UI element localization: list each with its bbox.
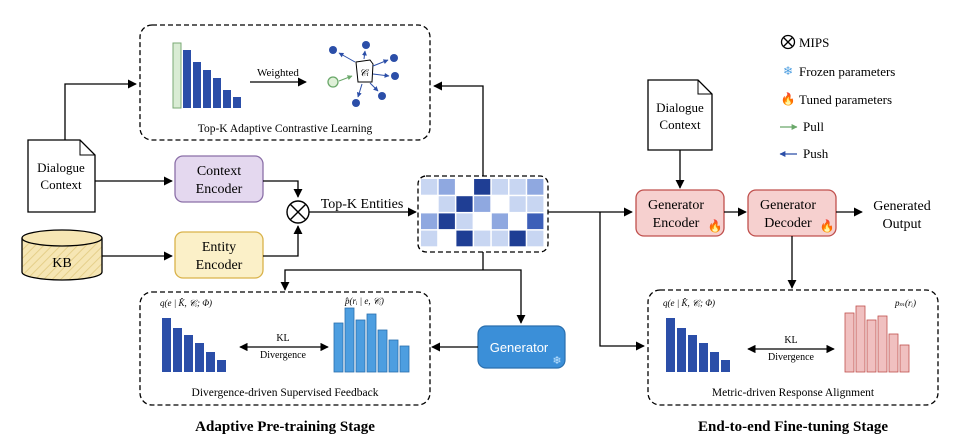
entity-grid-cell xyxy=(474,196,491,212)
contrastive-cluster: 𝒞ᵢ xyxy=(327,41,399,107)
entity-grid-cell xyxy=(438,213,455,230)
entity-grid-cell xyxy=(438,179,455,195)
entity-grid-cell xyxy=(456,230,473,247)
finetune-p-label: pₘ(rᵢ) xyxy=(894,298,916,308)
contrastive-caption: Top-K Adaptive Contrastive Learning xyxy=(198,123,373,135)
kb-label: KB xyxy=(52,256,71,271)
entity-grid-cell xyxy=(509,213,526,230)
doc-right-line2: Context xyxy=(659,117,701,132)
generator-label: Generator xyxy=(490,340,549,355)
entity-grid-cell xyxy=(421,230,438,247)
topk-distribution-bars xyxy=(172,42,241,109)
snowflake-icon: ❄ xyxy=(783,64,793,78)
entity-grid-cell xyxy=(491,213,508,230)
entity-grid xyxy=(421,179,544,247)
entity-grid-cell xyxy=(456,196,473,212)
entity-grid-cell xyxy=(491,230,508,247)
legend-tuned: Tuned parameters xyxy=(799,92,892,107)
gen-encoder-line1: Generator xyxy=(648,198,704,213)
doc-left-line1: Dialogue xyxy=(37,160,85,175)
mips-icon xyxy=(780,34,796,50)
legend-mips: MIPS xyxy=(799,35,829,50)
entity-grid-cell xyxy=(527,230,544,247)
flame-icon: 🔥 xyxy=(708,219,723,233)
pretrain-caption: Divergence-driven Supervised Feedback xyxy=(192,387,379,399)
context-encoder-box xyxy=(174,155,264,203)
entity-grid-cell xyxy=(421,196,438,212)
snowflake-icon: ❄ xyxy=(552,354,561,367)
pretrain-q-bars xyxy=(162,318,226,372)
entity-grid-cell xyxy=(456,213,473,230)
pretrain-kl-2: Divergence xyxy=(260,350,306,361)
dialogue-context-doc-right xyxy=(647,79,713,151)
entity-grid-cell xyxy=(474,179,491,195)
entity-grid-cell xyxy=(527,179,544,195)
entity-grid-cell xyxy=(509,230,526,247)
weighted-label: Weighted xyxy=(257,67,299,79)
entity-encoder-box xyxy=(174,231,264,279)
doc-right-line1: Dialogue xyxy=(656,100,704,115)
entity-grid-cell xyxy=(421,213,438,230)
finetune-caption: Metric-driven Response Alignment xyxy=(712,387,875,399)
gen-encoder-line2: Encoder xyxy=(653,216,700,231)
finetune-p-bars xyxy=(844,305,910,373)
pretrain-q-label: q(e | K̂, 𝒞ᵢ; Φ) xyxy=(160,298,212,308)
entity-grid-cell xyxy=(527,213,544,230)
finetune-q-label: q(e | K̂, 𝒞ᵢ; Φ) xyxy=(663,298,715,308)
finetune-kl-2: Divergence xyxy=(768,352,814,363)
flame-icon: 🔥 xyxy=(820,219,835,233)
context-encoder-line2: Encoder xyxy=(196,182,243,197)
finetune-kl-1: KL xyxy=(784,335,797,346)
entity-encoder-line1: Entity xyxy=(202,240,236,255)
entity-encoder-line2: Encoder xyxy=(196,258,243,273)
gen-decoder-line1: Generator xyxy=(760,198,816,213)
mips-operator xyxy=(286,200,310,224)
legend-pull: Pull xyxy=(803,119,824,134)
finetune-alignment-box xyxy=(647,289,939,406)
generated-output-line2: Output xyxy=(883,217,922,232)
finetune-q-bars xyxy=(666,318,730,372)
finetune-stage-label: End-to-end Fine-tuning Stage xyxy=(698,419,888,435)
pretrain-stage-label: Adaptive Pre-training Stage xyxy=(195,419,375,435)
entity-grid-cell xyxy=(438,230,455,247)
legend-push: Push xyxy=(803,146,829,161)
pretrain-p-label: p̂(rᵢ | e, 𝒞ᵢ) xyxy=(344,296,384,306)
generator-encoder-box xyxy=(635,189,725,237)
contrastive-learning-box xyxy=(139,24,431,141)
topk-entities-label: Top-K Entities xyxy=(321,197,404,212)
kb-cylinder xyxy=(21,229,103,281)
dialogue-context-doc-left xyxy=(27,139,96,213)
flame-icon: 🔥 xyxy=(781,92,796,106)
entity-grid-cell xyxy=(491,179,508,195)
pretrain-kl-1: KL xyxy=(276,333,289,344)
doc-left-line2: Context xyxy=(40,177,82,192)
entity-grid-cell xyxy=(527,196,544,212)
entity-grid-cell xyxy=(456,179,473,195)
pretrain-p-bars xyxy=(333,307,410,373)
entity-grid-cell xyxy=(491,196,508,212)
entity-grid-cell xyxy=(509,179,526,195)
generated-output-line1: Generated xyxy=(873,199,931,214)
entity-grid-cell xyxy=(474,213,491,230)
entity-grid-cell xyxy=(509,196,526,212)
gen-decoder-line2: Decoder xyxy=(764,216,812,231)
entity-grid-cell xyxy=(438,196,455,212)
context-encoder-line1: Context xyxy=(197,164,241,179)
legend: MIPS ❄ Frozen parameters 🔥 Tuned paramet… xyxy=(779,34,895,161)
legend-frozen: Frozen parameters xyxy=(799,64,895,79)
pretrain-feedback-box xyxy=(139,291,431,406)
entity-grid-cell xyxy=(421,179,438,195)
entity-grid-cell xyxy=(474,230,491,247)
ci-label: 𝒞ᵢ xyxy=(359,68,369,79)
